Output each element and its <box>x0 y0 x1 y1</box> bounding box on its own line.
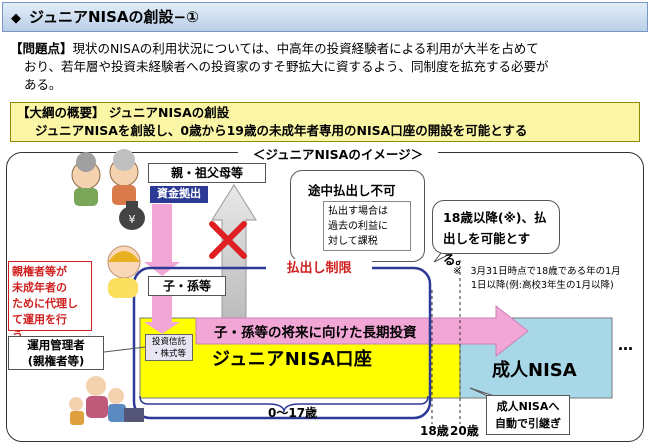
diamond-icon: ◆ <box>11 11 21 26</box>
outline-box: 【大綱の概要】 ジュニアNISAの創設 ジュニアNISAを創設し、0歳から19歳… <box>10 102 640 142</box>
trust-label: 投資信託 ・株式等 <box>145 334 193 361</box>
image-title: ＜ジュニアNISAのイメージ＞ <box>238 146 438 164</box>
withdraw-arrow <box>211 184 257 331</box>
child-label: 子・孫等 <box>148 276 226 296</box>
family-computer-icon <box>69 376 144 425</box>
withdraw-note: 払出す場合は 過去の利益に 対して課税 <box>323 201 411 251</box>
title-bar: ◆ ジュニアNISAの創設−① <box>2 2 648 32</box>
money-bag-icon: ¥ <box>119 201 145 230</box>
guardian-note: 親権者等が 未成年者の ために代理し て運用を行う。 <box>8 261 92 342</box>
outline-description: ジュニアNISAを創設し、0歳から19歳の未成年者専用のNISA口座の開設を可能… <box>35 123 528 138</box>
age18-label: 18歳 <box>420 424 449 438</box>
age-range-label: 0〜17歳 <box>268 406 318 420</box>
footnote: ※ 3月31日時点で18歳である年の1月 1日以降(例:高校3年生の1月以降) <box>453 266 621 291</box>
manager-label: 運用管理者 (親権者等) <box>8 336 104 370</box>
transfer-callout: 成人NISAへ 自動で引継ぎ <box>486 395 570 435</box>
withdraw-title: 途中払出し不可 <box>308 183 396 198</box>
parents-label: 親・祖父母等 <box>148 163 266 183</box>
svg-text:¥: ¥ <box>129 213 136 226</box>
adult-nisa-label: 成人NISA <box>492 360 577 381</box>
problem-line-3: ある。 <box>24 77 62 92</box>
manager-connector <box>103 346 146 353</box>
withdraw-limit-label: 払出し制限 <box>286 261 352 276</box>
ellipsis: … <box>618 336 633 354</box>
from18-callout: 18歳以降(※)、払 出しを可能とする。 <box>432 200 560 267</box>
junior-account-label: ジュニアNISA口座 <box>212 349 373 370</box>
problem-label: 【問題点】 <box>10 41 73 56</box>
problem-line-1: 【問題点】現状のNISAの利用状況については、中高年の投資経験者による利用が大半… <box>10 41 539 56</box>
problem-section: 【問題点】現状のNISAの利用状況については、中高年の投資経験者による利用が大半… <box>10 40 640 96</box>
fund-label: 資金拠出 <box>150 186 208 203</box>
fund-arrow-shaft <box>152 204 172 268</box>
child-arrow-shaft <box>152 296 172 326</box>
child-arrow-head <box>144 322 180 334</box>
prohibit-x-icon <box>209 221 247 259</box>
age-range-brace <box>139 395 429 413</box>
withdraw-limit-bg <box>266 259 372 281</box>
outline-title: 【大綱の概要】 ジュニアNISAの創設 <box>17 105 230 120</box>
age20-label: 20歳 <box>450 424 479 438</box>
baby-icon <box>107 245 141 298</box>
page-title: ジュニアNISAの創設−① <box>29 8 199 26</box>
investment-arrow <box>195 304 529 358</box>
problem-line-2: おり、若年層や投資未経験者への投資家のすそ野拡大に資するよう、同制度を拡充する必… <box>24 59 549 74</box>
investment-label: 子・孫等の将来に向けた長期投資 <box>214 325 417 341</box>
grandparents-icon <box>71 149 139 206</box>
